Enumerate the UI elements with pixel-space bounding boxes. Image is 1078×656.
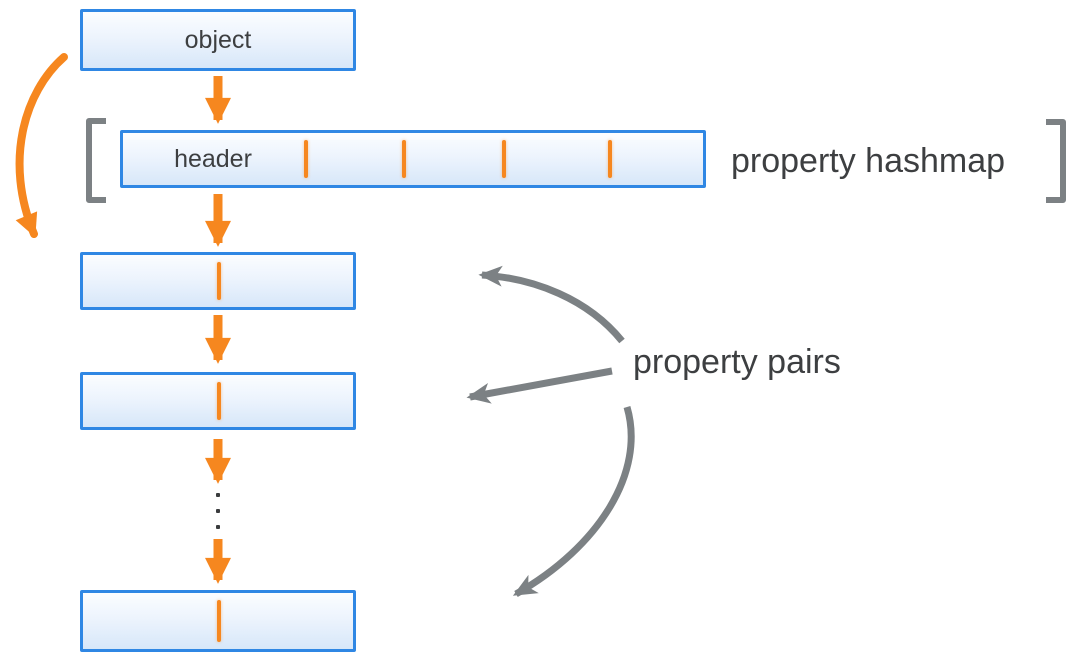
pair-slot-divider xyxy=(217,600,221,642)
property-pair-box xyxy=(80,590,356,652)
hashmap-header-box: header xyxy=(120,130,706,188)
ellipsis-dots xyxy=(216,493,221,529)
property-pair-box xyxy=(80,252,356,310)
ellipsis-dot xyxy=(216,509,220,513)
hashmap-slot-divider xyxy=(304,140,308,178)
bracket-left-icon xyxy=(86,118,106,203)
property-hashmap-label: property hashmap xyxy=(731,142,1006,180)
curved-arrow-object-to-pairs xyxy=(15,53,68,238)
gray-arrow-to-pair3 xyxy=(512,406,635,598)
gray-arrow-to-pair2 xyxy=(466,367,613,404)
property-pair-box xyxy=(80,372,356,430)
property-pairs-label: property pairs xyxy=(633,343,841,381)
pair-slot-divider xyxy=(217,382,221,420)
object-label: object xyxy=(184,25,252,54)
ellipsis-dot xyxy=(216,493,220,497)
gray-arrow-to-pair1 xyxy=(478,265,625,344)
hashmap-slot-divider xyxy=(402,140,406,178)
header-label: header xyxy=(174,144,252,173)
bracket-right-icon xyxy=(1046,119,1066,203)
hashmap-slot-divider xyxy=(502,140,506,178)
hashmap-slot-divider xyxy=(608,140,612,178)
pair-slot-divider xyxy=(217,262,221,300)
ellipsis-dot xyxy=(216,525,220,529)
object-box: object xyxy=(80,9,356,71)
